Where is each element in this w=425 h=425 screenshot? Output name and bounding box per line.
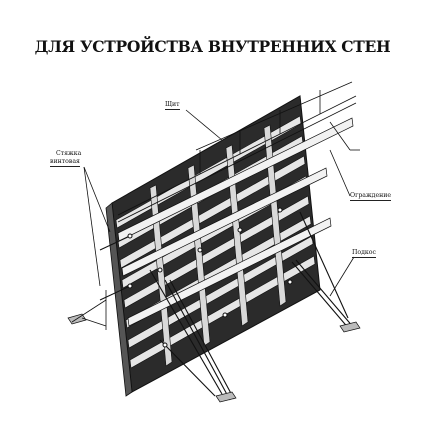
label-fence: Ограждение <box>350 192 392 201</box>
leader-lines <box>83 109 355 297</box>
screw-ties <box>99 207 293 348</box>
label-tie-line2: винтовая <box>50 158 80 167</box>
label-shield: Щит <box>165 101 180 110</box>
front-walers <box>117 117 354 327</box>
fence-railing <box>117 81 360 223</box>
tie-anchor <box>71 290 107 330</box>
panel-edge <box>105 202 133 397</box>
panel-studs <box>149 124 287 367</box>
braces <box>149 211 355 401</box>
label-tie-line1: Стяжка <box>56 150 82 157</box>
label-brace: Подкос <box>352 249 376 258</box>
diagram-title: ДЛЯ УСТРОЙСТВА ВНУТРЕННИХ СТЕН <box>34 37 391 56</box>
